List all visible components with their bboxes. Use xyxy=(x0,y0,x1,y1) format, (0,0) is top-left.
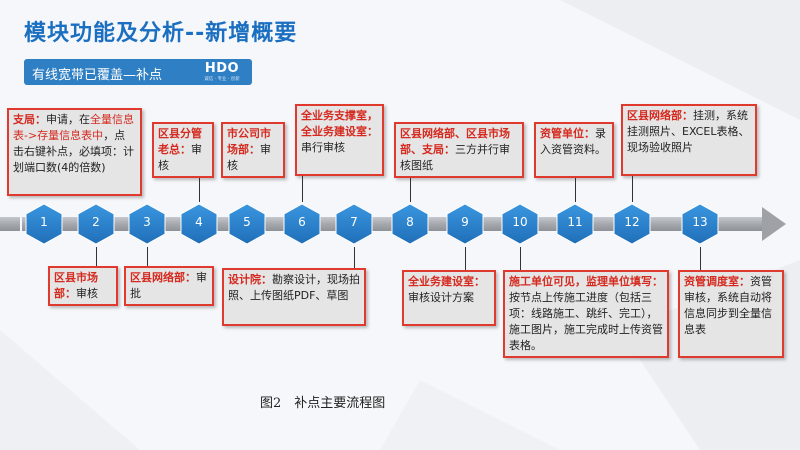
step-card-5: 市公司市场部：审核 xyxy=(221,122,285,178)
step-node-label: 3 xyxy=(143,215,151,229)
logo-main: HDO xyxy=(204,61,240,76)
step-node-label: 5 xyxy=(243,215,251,229)
step-node-8[interactable]: 8 xyxy=(391,203,429,245)
step-5-role: 市公司市场部： xyxy=(227,127,271,156)
step-node-label: 12 xyxy=(624,215,640,229)
step-1-text-red: 全量信息表->存量信息表中 xyxy=(13,113,134,142)
step-2-text: 审核 xyxy=(76,287,98,300)
step-node-10[interactable]: 10 xyxy=(501,203,539,245)
step-4-role: 区县分管老总： xyxy=(158,127,202,156)
step-node-label: 13 xyxy=(692,215,708,229)
step-card-2: 区县市场部：审核 xyxy=(48,266,118,306)
connector-6 xyxy=(302,176,303,202)
step-node-7[interactable]: 7 xyxy=(335,203,373,245)
step-node-label: 7 xyxy=(350,215,358,229)
step-node-11[interactable]: 11 xyxy=(556,203,594,245)
step-9-text: 审核设计方案 xyxy=(408,291,474,304)
step-card-13: 资管调度室：资管审核，系统自动将信息同步到全量信息表 xyxy=(678,270,784,358)
step-node-3[interactable]: 3 xyxy=(128,203,166,245)
step-4-text: 审核 xyxy=(158,143,202,172)
step-card-7: 设计院：勘察设计，现场拍照、上传图纸PDF、草图 xyxy=(222,268,366,326)
connector-4 xyxy=(199,178,200,202)
step-12-text: 挂测，系统挂测照片、EXCEL表格、现场验收照片 xyxy=(627,109,750,154)
step-1-text-b: ，点击右键补点，必填项：计划端口数(4的倍数) xyxy=(13,129,134,174)
step-node-4[interactable]: 4 xyxy=(180,203,218,245)
step-node-1[interactable]: 1 xyxy=(25,203,63,245)
connector-8 xyxy=(410,178,411,202)
step-node-12[interactable]: 12 xyxy=(613,203,651,245)
step-node-13[interactable]: 13 xyxy=(681,203,719,245)
step-node-label: 1 xyxy=(40,215,48,229)
step-13-role: 资管调度室： xyxy=(684,275,750,288)
step-7-role: 设计院： xyxy=(228,273,272,286)
connector-12 xyxy=(632,176,633,202)
step-11-role: 资管单位： xyxy=(540,127,595,140)
logo-tagline: 诚信 · 专业 · 创新 xyxy=(204,76,240,82)
step-2-role: 区县市场部： xyxy=(54,271,98,300)
step-card-3: 区县网络部：审批 xyxy=(124,266,214,306)
step-card-10: 施工单位可见，监理单位填写： 按节点上传施工进度（包括三项：线路施工、跳纤、完工）… xyxy=(503,270,669,358)
step-node-label: 2 xyxy=(92,215,100,229)
page-title: 模块功能及分析--新增概要 xyxy=(24,21,298,46)
hdo-logo: HDO 诚信 · 专业 · 创新 xyxy=(198,61,246,83)
connector-3 xyxy=(147,247,148,266)
step-card-8: 区县网络部、区县市场部、支局：三方并行审核图纸 xyxy=(394,122,524,178)
step-6-text: 串行审核 xyxy=(301,141,345,154)
connector-11 xyxy=(575,178,576,202)
step-9-role: 全业务建设室： xyxy=(408,275,485,288)
connector-13 xyxy=(700,247,701,270)
step-card-11: 资管单位：录入资管资料。 xyxy=(534,122,614,178)
step-3-role: 区县网络部： xyxy=(130,271,196,284)
step-7-text: 勘察设计，现场拍照、上传图纸PDF、草图 xyxy=(228,273,360,302)
step-card-9: 全业务建设室： 审核设计方案 xyxy=(402,270,496,326)
step-node-label: 6 xyxy=(298,215,306,229)
step-8-text: 三方并行审核图纸 xyxy=(400,143,510,172)
figure-caption: 图2 补点主要流程图 xyxy=(260,396,386,411)
step-node-label: 4 xyxy=(195,215,203,229)
step-node-label: 9 xyxy=(461,215,469,229)
connector-2 xyxy=(96,247,97,266)
step-8-role: 区县网络部、区县市场部、支局： xyxy=(400,127,510,156)
connector-9 xyxy=(465,247,466,270)
step-card-4: 区县分管老总：审核 xyxy=(152,122,214,178)
step-card-1: 支局：申请，在全量信息表->存量信息表中，点击右键补点，必填项：计划端口数(4的… xyxy=(7,108,142,196)
step-card-6: 全业务支撑室，全业务建设室： 串行审核 xyxy=(295,104,384,176)
step-5-text: 审核 xyxy=(227,143,271,172)
subtitle-text: 有线宽带已覆盖—补点 xyxy=(32,68,163,83)
step-node-5[interactable]: 5 xyxy=(228,203,266,245)
subtitle-banner: 有线宽带已覆盖—补点 HDO 诚信 · 专业 · 创新 xyxy=(24,59,252,85)
step-13-text: 资管审核，系统自动将信息同步到全量信息表 xyxy=(684,275,772,336)
step-11-text: 录入资管资料。 xyxy=(540,127,606,156)
step-node-label: 8 xyxy=(406,215,414,229)
step-node-9[interactable]: 9 xyxy=(446,203,484,245)
step-10-text: 按节点上传施工进度（包括三项：线路施工、跳纤、完工），施工图片，施工完成时上传资… xyxy=(509,291,663,352)
step-node-6[interactable]: 6 xyxy=(283,203,321,245)
step-1-text-a: 申请，在 xyxy=(46,113,90,126)
step-node-2[interactable]: 2 xyxy=(77,203,115,245)
connector-7 xyxy=(354,247,355,268)
step-3-text: 审批 xyxy=(130,271,207,300)
step-12-role: 区县网络部： xyxy=(627,109,693,122)
connector-10 xyxy=(520,247,521,270)
step-6-role: 全业务支撑室，全业务建设室： xyxy=(301,109,378,138)
step-card-12: 区县网络部：挂测，系统挂测照片、EXCEL表格、现场验收照片 xyxy=(621,104,757,176)
step-node-label: 10 xyxy=(512,215,528,229)
step-10-role: 施工单位可见，监理单位填写： xyxy=(509,275,663,288)
step-1-role: 支局： xyxy=(13,113,46,126)
step-node-label: 11 xyxy=(567,215,583,229)
